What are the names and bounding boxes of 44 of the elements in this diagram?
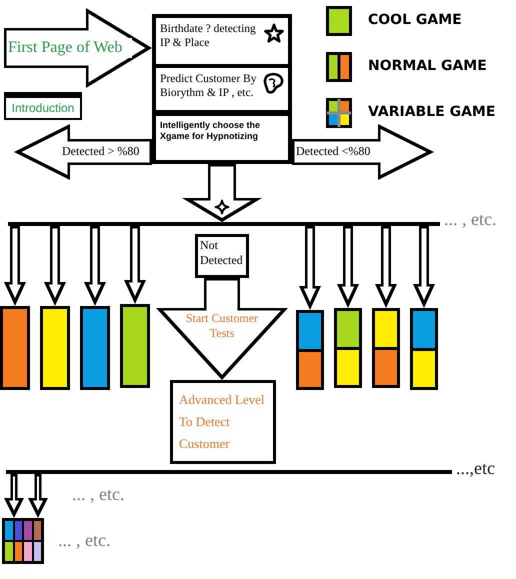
block-arrow xyxy=(413,226,435,308)
block-arrow xyxy=(182,164,262,222)
continuation-note: ... , etc. xyxy=(444,209,496,230)
game-bar xyxy=(80,306,110,390)
block-arrow xyxy=(375,226,397,308)
arrow-label: Detected <%80 xyxy=(296,144,380,159)
legend-label: VARIABLE GAME xyxy=(368,104,496,120)
step-label: Predict Customer By Biorythm & IP , etc. xyxy=(160,72,258,101)
intro-panel xyxy=(4,92,82,120)
legend-label: NORMAL GAME xyxy=(368,58,487,74)
process-box xyxy=(170,380,276,464)
game-bar xyxy=(40,306,70,390)
block-arrow xyxy=(4,8,152,88)
stacked-panel xyxy=(152,14,292,164)
arrow-label: First Page of Web xyxy=(8,38,132,58)
process-box xyxy=(195,234,249,278)
game-bar xyxy=(296,310,324,390)
continuation-note: ...,etc xyxy=(456,458,495,479)
block-arrow xyxy=(84,226,106,306)
block-arrow xyxy=(292,124,434,180)
block-arrow xyxy=(337,226,359,308)
arrow-label: Detected > %80 xyxy=(62,144,148,159)
game-bar xyxy=(410,308,438,390)
game-bar xyxy=(372,308,400,388)
game-bar xyxy=(334,308,362,388)
block-arrow xyxy=(124,226,146,304)
legend-label: COOL GAME xyxy=(368,12,462,28)
block-arrow xyxy=(4,474,24,518)
block-arrow xyxy=(14,124,152,180)
step-label: Advanced Level To Detect Customer xyxy=(179,391,266,453)
continuation-note: ... , etc. xyxy=(58,530,110,551)
block-arrow xyxy=(299,226,321,310)
game-bar xyxy=(120,304,150,388)
step-label: Birthdate ? detecting IP & Place xyxy=(160,22,257,51)
arrow-label: Start Customer Tests xyxy=(184,311,260,341)
tile-grid xyxy=(2,518,44,564)
block-arrow xyxy=(28,474,48,518)
block-arrow xyxy=(44,226,66,306)
step-label: Intelligently choose the Xgame for Hypnotizing xyxy=(160,120,262,142)
block-arrow xyxy=(4,226,26,306)
continuation-note: ... , etc. xyxy=(72,484,124,505)
step-label: Introduction xyxy=(12,100,74,116)
game-bar xyxy=(0,306,30,390)
step-label: Not Detected xyxy=(200,238,244,268)
